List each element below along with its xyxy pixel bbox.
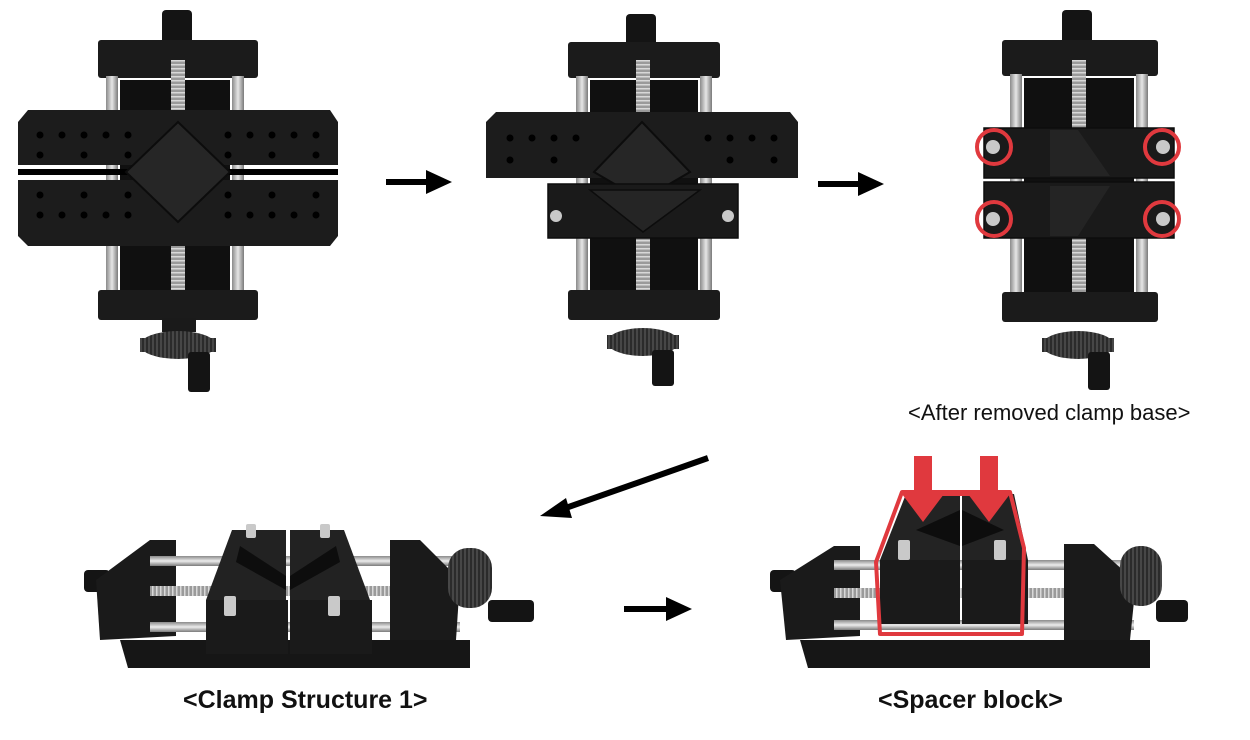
arrow-down-left-icon (540, 455, 709, 518)
arrow-right-icon (386, 170, 452, 194)
caption-clamp-structure-1: <Clamp Structure 1> (183, 686, 428, 714)
photo-clamp-structure-1 (84, 524, 534, 668)
caption-spacer-block: <Spacer block> (878, 686, 1063, 714)
photo-clamp-base-removing (486, 14, 798, 386)
red-circle-icon (975, 128, 1181, 238)
photo-clamp-with-base (18, 10, 338, 392)
arrow-right-icon (624, 597, 692, 621)
spacer-block-highlight-outline (874, 490, 1026, 636)
photo-spacer-block (770, 494, 1188, 668)
caption-after-removed-clamp-base: <After removed clamp base> (908, 400, 1191, 425)
red-arrow-down-icon (902, 456, 1010, 522)
photo-after-removed-clamp-base (983, 10, 1175, 390)
arrow-right-icon (818, 172, 884, 196)
